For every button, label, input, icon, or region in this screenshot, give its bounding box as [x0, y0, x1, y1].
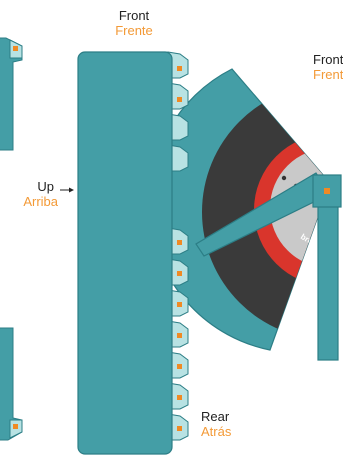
up-label-en: Up: [37, 179, 54, 194]
front-right-label: Front Frente: [313, 52, 343, 82]
rotor-fan: brembo: [149, 68, 342, 361]
front-right-label-en: Front: [313, 52, 343, 67]
fan-hub-marker: [324, 188, 330, 194]
rear-label-en: Rear: [201, 409, 230, 424]
up-label: Up Arriba: [10, 179, 58, 209]
up-arrow-icon: [60, 187, 74, 193]
main-panel-markers: [177, 66, 182, 431]
main-panel: [77, 51, 189, 455]
left-panel-bottom: [0, 327, 23, 441]
rear-label: Rear Atrás: [201, 409, 231, 439]
left-top-marker: [13, 46, 18, 51]
main-panel-body: [77, 51, 173, 455]
rotor-disc: [202, 84, 330, 340]
front-main-label-en: Front: [118, 8, 150, 23]
front-main-label: Front Frente: [102, 8, 166, 38]
front-right-label-es: Frente: [313, 67, 343, 82]
front-main-label-es: Frente: [115, 23, 153, 38]
rear-label-es: Atrás: [201, 424, 232, 439]
rotor-hub: [270, 148, 330, 268]
left-bottom-marker: [13, 424, 18, 429]
up-label-es: Arriba: [23, 194, 58, 209]
left-panel-top: [0, 37, 23, 151]
